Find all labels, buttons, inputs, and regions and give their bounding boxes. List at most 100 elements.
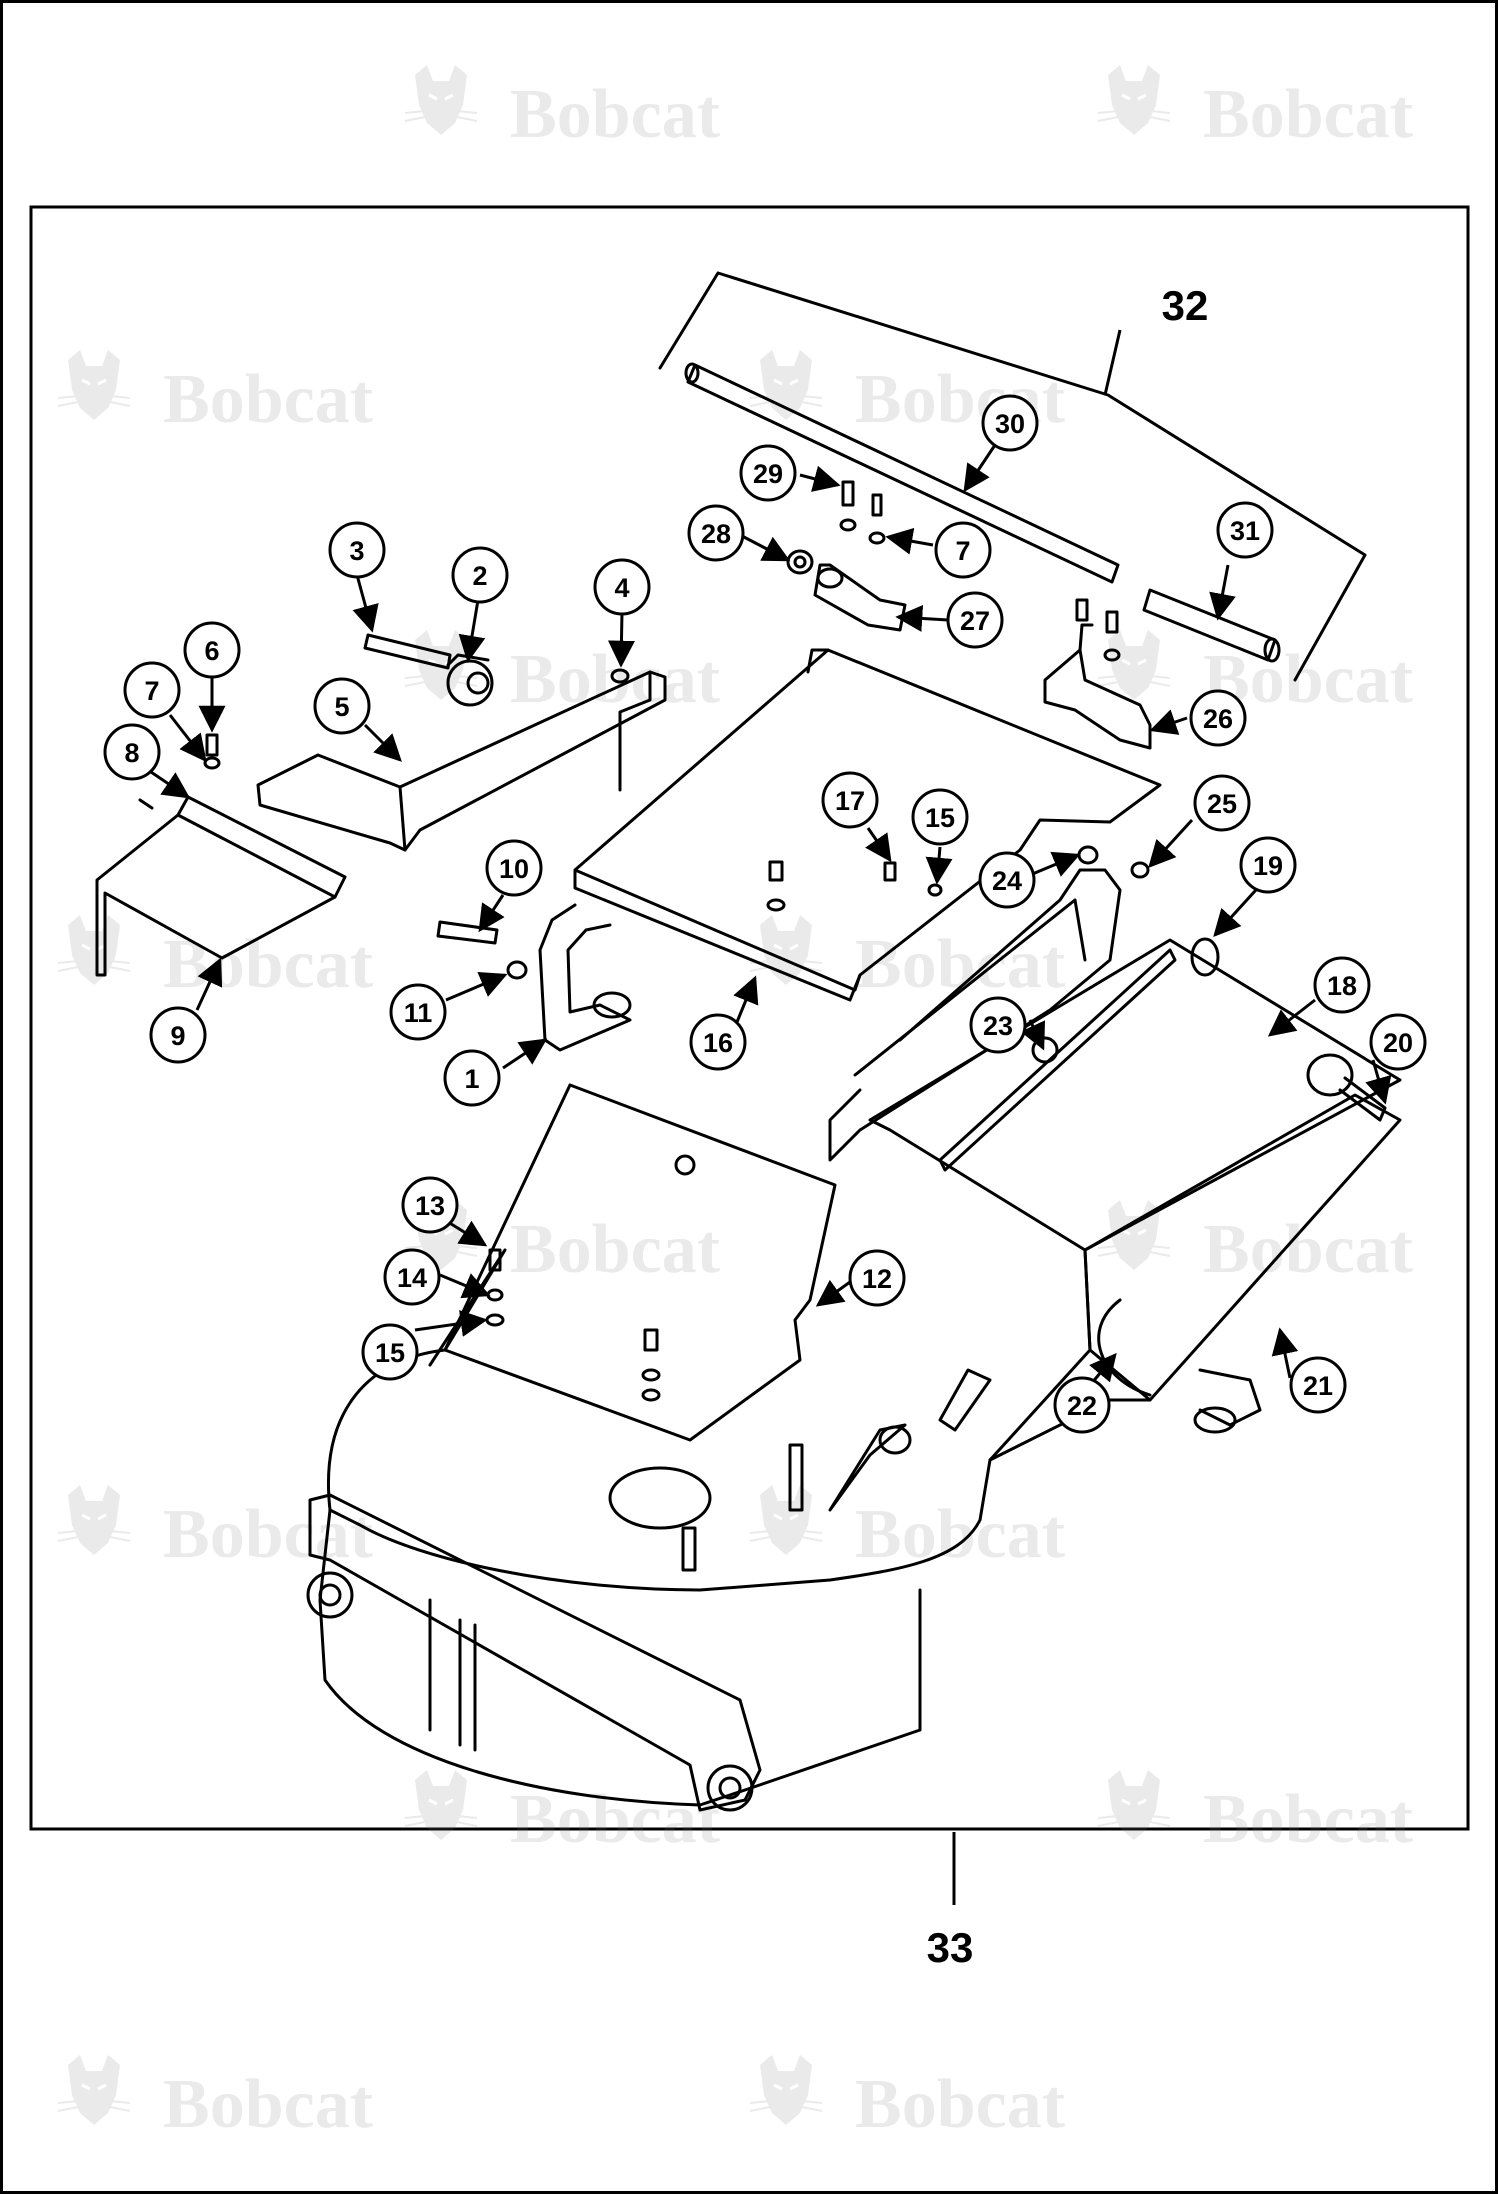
leader-16 <box>733 975 759 1023</box>
callout-10-label: 10 <box>499 854 529 884</box>
part-drawings <box>95 271 1402 1812</box>
callout-1: 1 <box>443 1049 501 1107</box>
leader-21 <box>1271 1327 1299 1379</box>
callout-19: 19 <box>1239 836 1297 894</box>
leader-10 <box>478 894 505 933</box>
callout-24-circle <box>978 851 1036 909</box>
callout-25: 25 <box>1193 774 1251 832</box>
callout-28-circle <box>687 504 745 562</box>
callout-23: 23 <box>969 996 1027 1054</box>
callout-8-label: 8 <box>124 738 139 768</box>
leader-5 <box>363 723 402 762</box>
watermark-text: Bobcat <box>510 1781 720 1858</box>
leader-15-lower <box>414 1310 488 1337</box>
washer-24 <box>1077 845 1099 865</box>
callout-3: 3 <box>328 521 386 579</box>
leader-23 <box>1020 1019 1046 1051</box>
callout-25-label: 25 <box>1207 789 1237 819</box>
linkage-lever <box>938 1368 992 1432</box>
callout-9: 9 <box>149 1006 207 1064</box>
callout-26-circle <box>1189 689 1247 747</box>
callout-14-label: 14 <box>397 1263 427 1293</box>
deck-housing-top <box>327 1348 1152 1592</box>
bracket-8 <box>176 795 347 899</box>
leader-lines <box>147 329 1392 1905</box>
callout-3-label: 3 <box>349 536 364 566</box>
callout-24-label: 24 <box>992 866 1022 896</box>
bobcat-logo-icon <box>56 348 132 422</box>
plate-12-edge <box>443 1083 572 1352</box>
leader-15-upper <box>925 846 953 885</box>
rod-30-end <box>684 362 700 384</box>
callout-13: 13 <box>401 1176 459 1234</box>
bobcat-logo-icon <box>748 2053 824 2127</box>
bracket-5-flange <box>398 670 652 852</box>
watermark-text: Bobcat <box>1203 76 1413 153</box>
leader-12 <box>815 1279 851 1307</box>
bobcat-logo-icon <box>56 2053 132 2127</box>
bobcat-logo-icon <box>56 1483 132 1557</box>
leader-32 <box>1103 329 1122 396</box>
callout-13-label: 13 <box>415 1191 445 1221</box>
callout-13-circle <box>401 1176 459 1234</box>
callout-18-label: 18 <box>1327 971 1357 1001</box>
leader-3 <box>352 574 379 633</box>
callout-2-circle <box>451 546 509 604</box>
callout-9-circle <box>149 1006 207 1064</box>
spacer-2-hole <box>466 671 490 695</box>
washer-28 <box>786 549 814 575</box>
leader-7-top <box>885 527 934 555</box>
bracket-26-hook <box>1078 623 1094 652</box>
leader-29 <box>799 465 841 492</box>
callout-2-label: 2 <box>472 561 487 591</box>
bolt-13 <box>488 1248 502 1272</box>
callouts: 32 33 <box>927 282 1209 1971</box>
bolt-7-top <box>871 493 883 517</box>
deck-housing-ribs <box>428 1598 477 1752</box>
leader-8 <box>147 768 191 799</box>
bolt-10 <box>436 920 499 945</box>
callout-11: 11 <box>389 983 447 1041</box>
bushing-19 <box>1190 937 1220 977</box>
callout-22: 22 <box>1053 1376 1111 1434</box>
bracket-26 <box>1043 648 1152 750</box>
callout-15: 15 <box>361 1323 419 1381</box>
callout-12: 12 <box>848 1249 906 1307</box>
leader-30 <box>963 444 997 493</box>
watermark-layer: Bobcat Bobcat Bobcat Bobcat Bobcat Bobca… <box>56 63 1413 2143</box>
callout-8-circle <box>103 723 161 781</box>
callout-17-circle <box>821 771 879 829</box>
watermark-text: Bobcat <box>855 1496 1065 1573</box>
callout-10-circle <box>485 839 543 897</box>
callout-28: 28 <box>687 504 745 562</box>
post-a <box>788 1443 804 1512</box>
watermark-text: Bobcat <box>163 926 373 1003</box>
washer-center <box>641 1368 661 1382</box>
callout-4-label: 4 <box>614 573 629 603</box>
callout-17-label: 17 <box>835 786 865 816</box>
nut-center <box>641 1388 661 1402</box>
deck-right-rail <box>988 1248 1092 1462</box>
leader-27 <box>895 604 949 632</box>
callout-20-label: 20 <box>1383 1028 1413 1058</box>
callout-22-label: 22 <box>1067 1391 1097 1421</box>
leader-26 <box>1149 709 1188 735</box>
frame-loop-1 <box>538 903 632 1052</box>
callout-14-circle <box>383 1248 441 1306</box>
leader-7-left <box>168 714 207 763</box>
callout-31-label: 31 <box>1230 516 1260 546</box>
callout-25-circle <box>1193 774 1251 832</box>
callout-32-label: 32 <box>1162 282 1209 329</box>
washer-7-top <box>868 531 886 545</box>
bolt-17 <box>883 861 897 882</box>
callout-29-circle <box>739 444 797 502</box>
spring-22 <box>1097 1298 1152 1397</box>
callout-31-circle <box>1216 501 1274 559</box>
leader-13 <box>447 1220 488 1247</box>
front-bar-right-roller <box>706 1764 754 1812</box>
callout-30: 30 <box>981 394 1039 452</box>
leader-25 <box>1148 818 1194 868</box>
callout-15-label: 15 <box>375 1338 405 1368</box>
callout-26: 26 <box>1189 689 1247 747</box>
